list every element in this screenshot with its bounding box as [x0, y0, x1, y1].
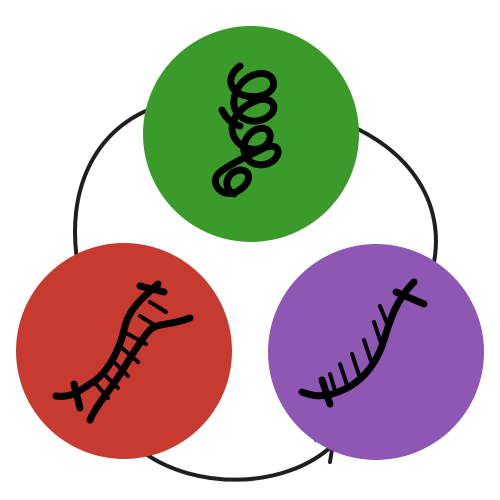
node-dna — [16, 243, 232, 459]
node-rna — [268, 244, 484, 460]
dna-double-helix-icon — [52, 280, 194, 424]
protein-coil-icon — [211, 62, 282, 198]
rna-single-strand-icon — [298, 278, 428, 408]
node-protein — [143, 26, 359, 242]
